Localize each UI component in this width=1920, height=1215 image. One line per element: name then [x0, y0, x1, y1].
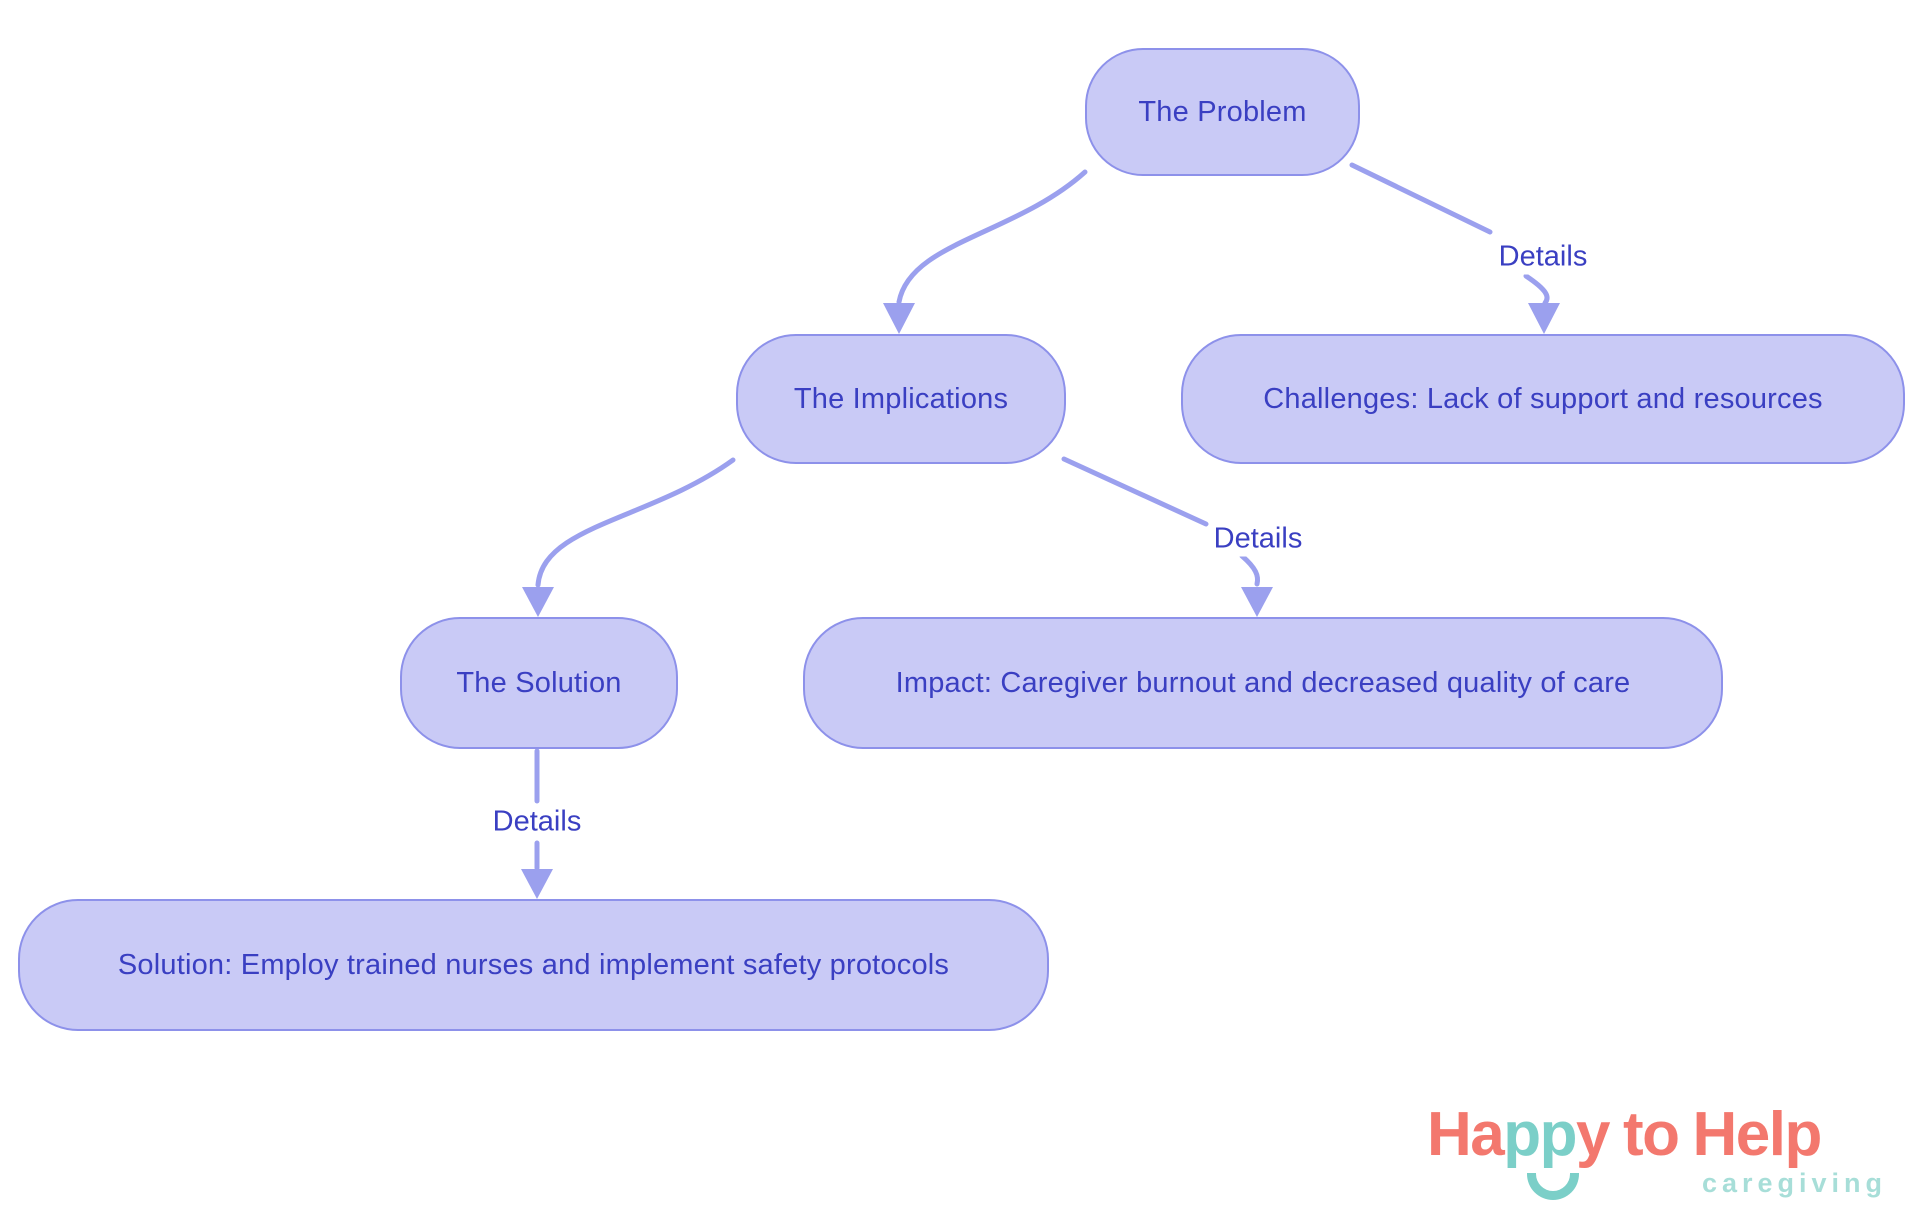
smile-icon	[1527, 1173, 1579, 1200]
edge-label-details-problem-challenges: Details	[1494, 239, 1592, 275]
node-solution-detail: Solution: Employ trained nurses and impl…	[18, 899, 1049, 1031]
edge-problem-implications	[883, 169, 1088, 334]
logo-text-pp: pp	[1503, 1100, 1577, 1169]
logo-text-help: Help	[1692, 1100, 1823, 1169]
node-problem: The Problem	[1085, 48, 1360, 176]
arrowhead-icon	[1528, 303, 1560, 334]
arrowhead-icon	[883, 303, 915, 334]
node-implications: The Implications	[736, 334, 1066, 464]
node-challenges: Challenges: Lack of support and resource…	[1181, 334, 1905, 464]
arrowhead-icon	[521, 869, 553, 899]
logo-text-y: y	[1576, 1100, 1610, 1169]
node-impact-label: Impact: Caregiver burnout and decreased …	[895, 666, 1631, 699]
node-implications-label: The Implications	[793, 382, 1009, 415]
node-challenges-label: Challenges: Lack of support and resource…	[1263, 382, 1823, 415]
logo-text-to: to	[1623, 1100, 1680, 1169]
node-impact: Impact: Caregiver burnout and decreased …	[803, 617, 1723, 749]
edge-label-details-implications-impact: Details	[1209, 521, 1307, 557]
node-solution-detail-label: Solution: Employ trained nurses and impl…	[117, 948, 950, 981]
logo-tagline: caregiving	[1701, 1168, 1887, 1198]
node-solution-label: The Solution	[456, 666, 622, 699]
node-solution: The Solution	[400, 617, 678, 749]
logo-text-ha: Ha	[1427, 1100, 1505, 1169]
edge-label-details-solution-solutiondetail: Details	[488, 804, 586, 840]
edge-implications-solution	[522, 457, 736, 617]
node-problem-label: The Problem	[1138, 95, 1307, 128]
arrowhead-icon	[522, 587, 554, 617]
arrowhead-icon	[1241, 587, 1273, 617]
